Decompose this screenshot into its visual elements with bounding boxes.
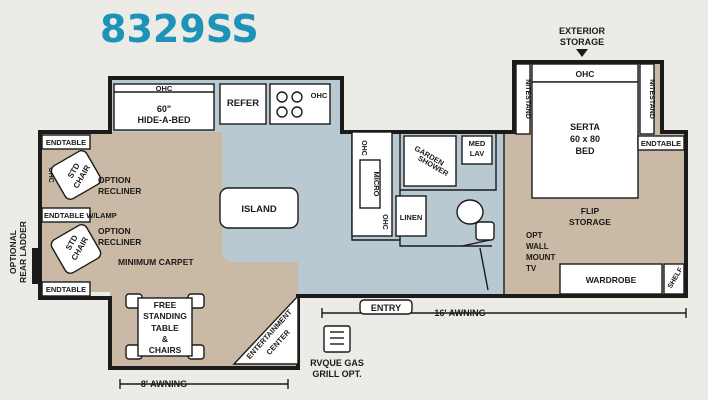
stove-ohc: OHC — [311, 91, 328, 100]
toilet-icon — [456, 199, 495, 241]
grill-icon — [323, 325, 351, 353]
table-label-1: FREE — [154, 300, 177, 310]
bed-label-1: SERTA — [570, 122, 600, 132]
nitestand-left — [515, 63, 531, 135]
bedroom-endtable-label: ENDTABLE — [641, 139, 681, 148]
serta-bed — [531, 81, 639, 199]
nitestand-left-label: NITESTAND — [524, 79, 531, 119]
entry-label: ENTRY — [371, 303, 401, 313]
garden-shower — [403, 135, 457, 187]
recliner-2-label-2: RECLINER — [98, 237, 141, 247]
stove — [269, 83, 331, 125]
table-label-3: TABLE — [151, 323, 179, 333]
nitestand-right-label: NITESTAND — [648, 79, 655, 119]
refer — [219, 83, 267, 125]
tv-label-2: WALL — [526, 242, 549, 251]
entertainment-center — [232, 294, 299, 365]
endtable-top — [41, 134, 91, 150]
micro — [359, 159, 381, 209]
shelf — [663, 263, 685, 295]
kitchen-ohc-2: OHC — [381, 214, 388, 230]
awning-8 — [119, 379, 289, 389]
table-label-4: & — [162, 334, 168, 344]
recliner-2-label-1: OPTION — [98, 226, 131, 236]
free-standing-table — [137, 297, 193, 357]
island — [219, 187, 299, 229]
bedroom-endtable — [637, 135, 685, 151]
recliner-1-label-1: OPTION — [98, 175, 131, 185]
endtable-lamp — [41, 207, 91, 223]
grill-label-2: GRILL OPT. — [312, 369, 361, 379]
exterior-storage-arrow-icon — [576, 49, 588, 57]
burner-icons — [276, 91, 303, 118]
linen-label: LINEN — [400, 213, 423, 222]
kitchen-ohc-1: OHC — [360, 140, 367, 156]
endtable-lamp-label: ENDTABLE W/LAMP — [44, 211, 117, 220]
model-title: 8329SS — [100, 7, 259, 51]
wardrobe-label: WARDROBE — [586, 275, 637, 285]
micro-label: MICRO — [372, 172, 381, 197]
recliner-1-label-2: RECLINER — [98, 186, 141, 196]
exterior-storage-label-2: STORAGE — [560, 37, 604, 47]
flip-storage-label-1: FLIP — [581, 206, 600, 216]
grill-label-1: RVQUE GAS — [310, 358, 364, 368]
table-label-2: STANDING — [143, 311, 187, 321]
med-lav-label-1: MED — [469, 139, 486, 148]
endtable-bottom — [41, 281, 91, 297]
hide-a-bed-label-2: HIDE-A-BED — [138, 115, 191, 125]
wardrobe — [559, 263, 663, 295]
minimum-carpet-label: MINIMUM CARPET — [118, 257, 194, 267]
flip-storage-label-2: STORAGE — [569, 217, 611, 227]
bath-door-swing — [461, 239, 491, 291]
living-ohc: OHC — [47, 167, 54, 183]
rear-ladder-label-2: REAR LADDER — [18, 221, 28, 283]
tv-label-3: MOUNT — [526, 253, 555, 262]
island-label: ISLAND — [241, 204, 277, 215]
endtable-bottom-label: ENDTABLE — [46, 285, 86, 294]
awning-16-label: 16' AWNING — [434, 308, 485, 318]
awning-8-label: 8' AWNING — [141, 379, 187, 389]
linen — [395, 195, 427, 237]
tv-label-1: OPT — [526, 231, 543, 240]
nitestand-right — [639, 63, 655, 135]
rear-ladder-label-1: OPTIONAL — [8, 230, 18, 274]
table-label-5: CHAIRS — [149, 345, 182, 355]
hide-a-bed-ohc: OHC — [156, 84, 173, 93]
bed-label-2: 60 x 80 — [570, 134, 600, 144]
entry-step — [359, 299, 413, 315]
exterior-storage-label-1: EXTERIOR — [559, 26, 606, 36]
rear-ladder — [32, 248, 38, 284]
med-lav — [461, 135, 493, 165]
refer-label: REFER — [227, 98, 259, 109]
tv-label-4: TV — [526, 264, 537, 273]
med-lav-label-2: LAV — [470, 149, 484, 158]
endtable-top-label: ENDTABLE — [46, 138, 86, 147]
hide-a-bed-label-1: 60" — [157, 104, 171, 114]
std-chair-2: STD CHAIR — [50, 224, 102, 274]
std-chair-1: STD CHAIR — [50, 150, 102, 200]
bedroom-ohc-label: OHC — [576, 69, 595, 79]
bed-label-3: BED — [575, 146, 595, 156]
